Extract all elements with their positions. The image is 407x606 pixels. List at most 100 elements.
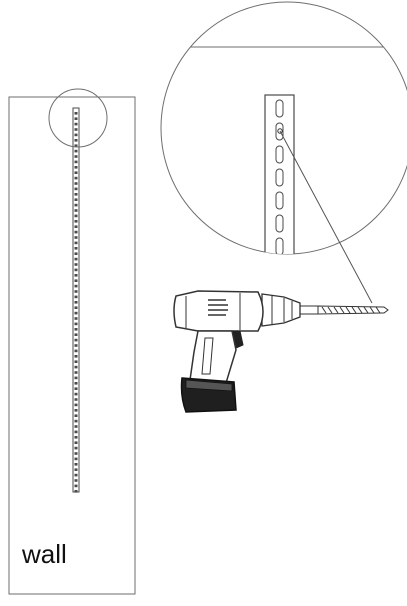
wall-slot (74, 203, 78, 207)
magnified-slot (276, 261, 283, 278)
bit-flute (375, 306, 381, 314)
wall-slot (74, 187, 78, 191)
wall-label: wall (21, 539, 67, 569)
bit-flute (339, 306, 345, 314)
wall-slot (74, 414, 78, 417)
wall-slot (74, 247, 78, 250)
wall-slot (74, 284, 78, 288)
wall-slot (74, 457, 78, 461)
wall-slot (74, 220, 78, 223)
wall-slot (74, 182, 78, 185)
wall-slot (74, 236, 78, 239)
wall-slot (74, 468, 78, 471)
magnified-upright-slots (275, 99, 284, 278)
bit-flute (345, 306, 351, 314)
wall-detail-circle (48, 88, 108, 148)
magnified-slot (275, 214, 284, 233)
wall-slot (74, 263, 78, 266)
wall-slot (74, 392, 78, 396)
wall-slot (74, 317, 78, 320)
bit-flute (327, 306, 333, 314)
wall-slot (74, 149, 78, 153)
magnified-slot (275, 145, 284, 164)
bit-flute (333, 306, 339, 314)
wall-slot (74, 409, 78, 412)
wall-slot (74, 209, 78, 212)
wall-slot (74, 398, 78, 401)
wall-slot (74, 446, 78, 450)
wall-slot (74, 419, 78, 423)
wall-slot (74, 349, 78, 353)
wall-slot (74, 112, 78, 115)
wall-upright-slots (74, 112, 78, 493)
wall-slot (74, 295, 78, 299)
wall-slot (74, 338, 78, 342)
wall-slot (74, 355, 78, 358)
wall-slot (74, 133, 78, 137)
bit-flute (351, 306, 357, 314)
wall-panel (8, 96, 136, 595)
wall-upright-strip (72, 107, 80, 493)
drill-bit-icon (297, 305, 389, 315)
drill-vents (208, 299, 228, 316)
wall-slot (74, 117, 78, 120)
wall-slot (74, 430, 78, 434)
wall-slot (74, 436, 78, 439)
wall-slot (74, 490, 78, 493)
wall-slot (74, 166, 78, 169)
wall-slot (74, 268, 78, 272)
magnified-slot (275, 168, 284, 187)
pointer-line (279, 130, 373, 304)
wall-slot (74, 144, 78, 147)
bit-flute (369, 306, 375, 314)
wall-slot (74, 225, 78, 228)
magnified-slot (275, 99, 284, 118)
wall-slot (74, 122, 78, 126)
wall-slot (74, 128, 78, 131)
wall-slot (74, 139, 78, 142)
drill-chuck (261, 293, 301, 327)
wall-slot (74, 230, 78, 234)
wall-slot (74, 403, 78, 407)
wall-slot (74, 473, 78, 477)
wall-slot (74, 484, 78, 488)
bit-flute (357, 306, 363, 314)
wall-slot (74, 290, 78, 293)
wall-slot (74, 333, 78, 336)
drill-icon (173, 290, 389, 413)
wall-slot (74, 306, 78, 309)
wall-slot (74, 241, 78, 245)
magnified-slot (275, 191, 284, 210)
wall-slot (74, 301, 78, 304)
wall-slot (74, 198, 78, 201)
wall-slot (74, 371, 78, 374)
wall-slot (74, 365, 78, 369)
wall-slot (74, 376, 78, 380)
bit-flute (321, 306, 327, 314)
wall-slot (74, 176, 78, 180)
wall-slot (74, 193, 78, 196)
magnified-slot (275, 237, 284, 254)
wall-slot (74, 214, 78, 218)
wall-slot (74, 252, 78, 255)
wall-slot (74, 279, 78, 282)
wall-slot (74, 360, 78, 363)
wall-slot (74, 257, 78, 261)
drill-body (173, 290, 264, 332)
wall-slot (74, 382, 78, 385)
wall-slot (74, 328, 78, 331)
wall-slot (74, 452, 78, 455)
wall-slot (74, 441, 78, 444)
wall-slot (74, 160, 78, 164)
wall-slot (74, 311, 78, 315)
wall-slot (74, 479, 78, 482)
wall-slot (74, 155, 78, 158)
wall-slot (74, 463, 78, 466)
wall-slot (74, 274, 78, 277)
wall-slot (74, 322, 78, 326)
wall-slot (74, 387, 78, 390)
wall-slot (74, 344, 78, 347)
bit-flute (363, 306, 369, 314)
